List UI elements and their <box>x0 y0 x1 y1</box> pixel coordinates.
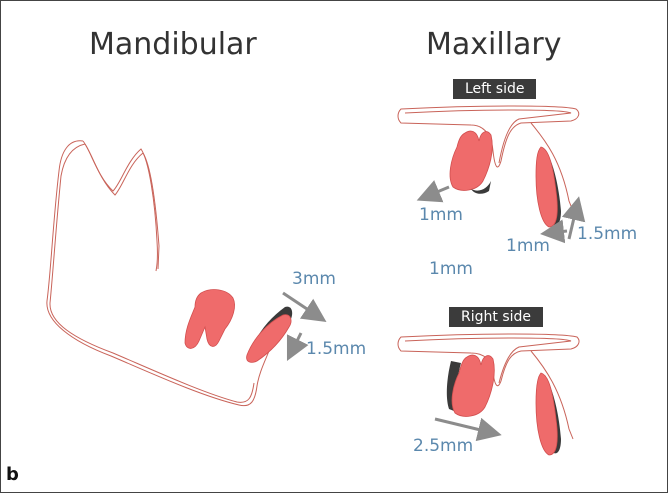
heading-maxillary: Maxillary <box>426 27 562 62</box>
label-left-1-5mm: 1.5mm <box>577 224 637 244</box>
arrow-left-canine-1mm <box>549 231 567 233</box>
label-mand-1-5mm: 1.5mm <box>306 339 366 359</box>
label-right-2-5mm: 2.5mm <box>413 436 473 456</box>
tag-left-side: Left side <box>453 79 536 99</box>
maxillary-canine-left <box>536 147 557 227</box>
mandible-outline <box>47 141 269 406</box>
label-left-1mm-a: 1mm <box>419 205 463 225</box>
label-mid-1mm: 1mm <box>429 259 473 279</box>
label-left-1mm-b: 1mm <box>506 236 550 256</box>
maxillary-molar-left <box>450 131 492 190</box>
arrow-left-molar-1mm <box>425 187 449 197</box>
panel-letter: b <box>6 464 19 485</box>
arrow-right-2-5mm <box>435 419 493 433</box>
heading-mandibular: Mandibular <box>89 27 257 62</box>
label-mand-3mm: 3mm <box>292 269 336 289</box>
mandibular-molar <box>185 290 235 349</box>
tag-right-side: Right side <box>449 307 543 327</box>
arrow-1-5mm <box>291 333 301 353</box>
